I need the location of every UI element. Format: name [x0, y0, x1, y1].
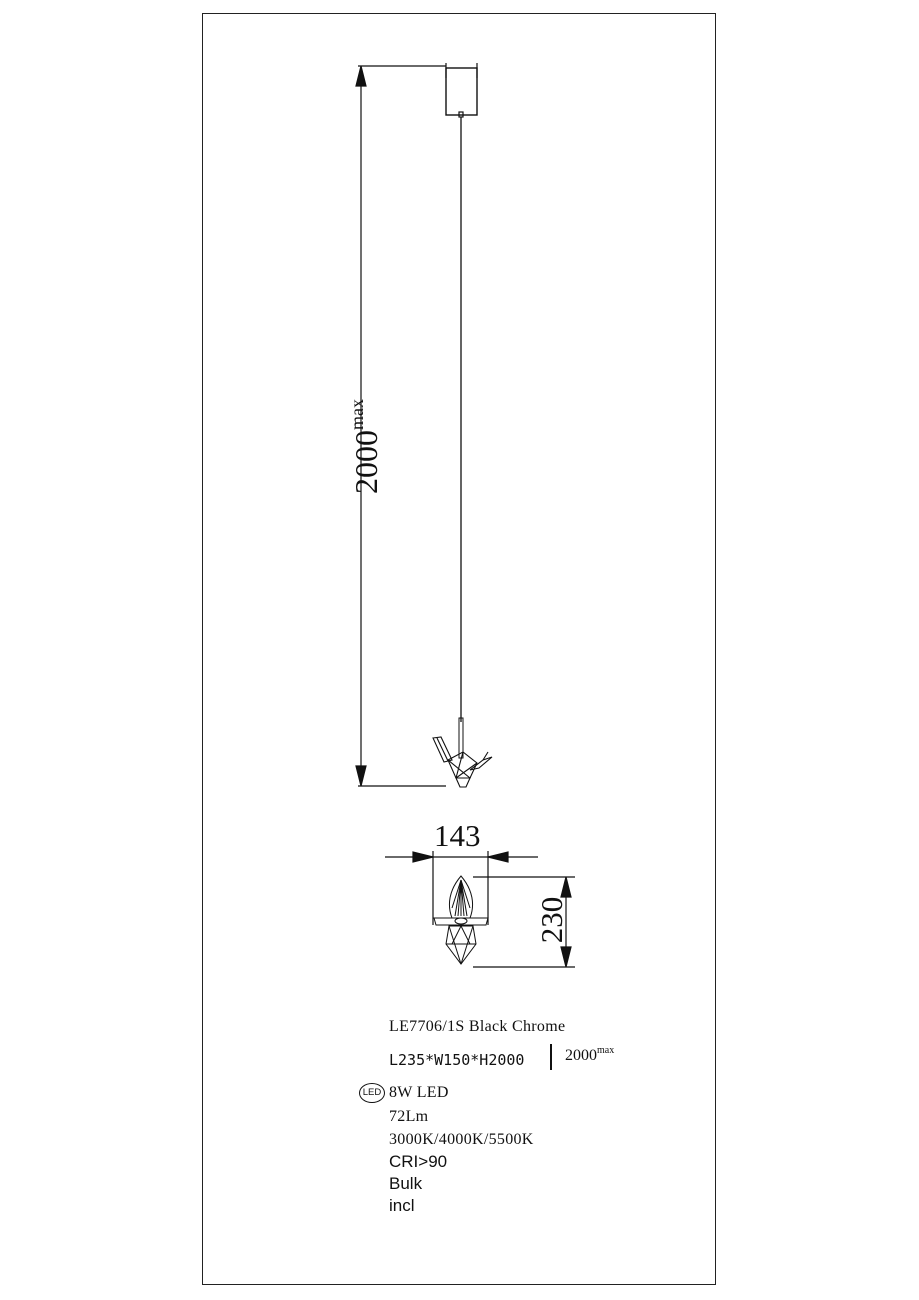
- height-dimension-value: 2000: [348, 430, 384, 494]
- lumen-spec: 72Lm: [389, 1108, 429, 1125]
- drop-length-suffix: max: [597, 1045, 615, 1056]
- power-spec: 8W LED: [389, 1084, 449, 1101]
- size-spec: L235*W150*H2000: [389, 1051, 525, 1069]
- color-temp-spec: 3000K/4000K/5500K: [389, 1131, 534, 1148]
- height-dimension-suffix: max: [347, 399, 367, 430]
- depth-dimension-label: 230: [534, 896, 569, 944]
- drop-length-value: 2000: [565, 1047, 597, 1064]
- width-dimension-label: 143: [434, 818, 481, 853]
- width-dimension-line: [385, 851, 538, 925]
- included-spec: incl: [389, 1196, 415, 1215]
- ceiling-canopy: [445, 63, 478, 118]
- cri-spec: CRI>90: [389, 1152, 448, 1171]
- bulb-spec: Bulk: [389, 1174, 423, 1193]
- crane-top-view: [433, 875, 489, 965]
- height-dimension-line: [355, 65, 446, 787]
- depth-dimension-line: [473, 876, 575, 968]
- height-dimension-label: 2000max: [347, 354, 385, 494]
- separator-bar: [550, 1044, 552, 1070]
- crane-side-view: [432, 736, 493, 788]
- led-icon: LED: [359, 1083, 385, 1103]
- drop-length-label: 2000max: [565, 1045, 614, 1065]
- model-name: LE7706/1S Black Chrome: [389, 1018, 566, 1035]
- drawing-frame: [202, 13, 716, 1285]
